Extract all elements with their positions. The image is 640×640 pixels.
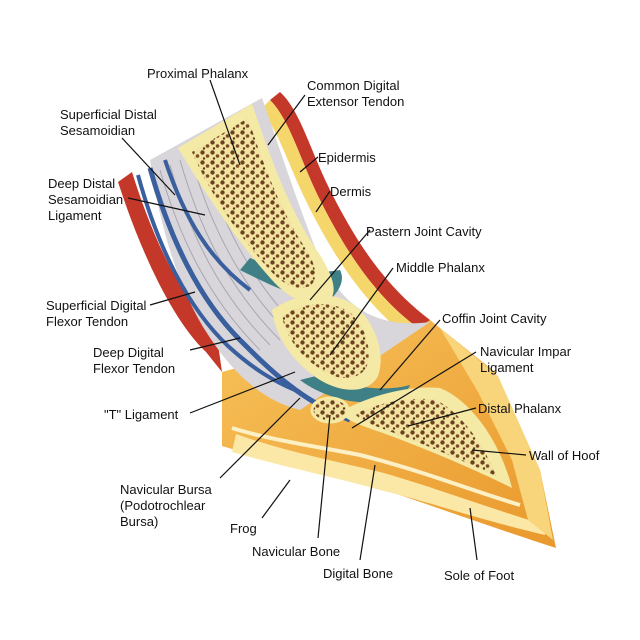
middle-phalanx-spongy xyxy=(282,304,369,379)
label-deep-distal-sesamoidian-ligament: Deep Distal Sesamoidian Ligament xyxy=(48,176,124,223)
label-superficial-distal-sesamoidian: Superficial Distal Sesamoidian xyxy=(60,107,157,138)
label-dermis: Dermis xyxy=(330,184,372,199)
distal-phalanx-spongy xyxy=(355,398,496,476)
label-frog: Frog xyxy=(230,521,257,536)
dermis-band xyxy=(270,92,430,328)
label-wall-of-hoof: Wall of Hoof xyxy=(529,448,600,463)
label-epidermis: Epidermis xyxy=(318,150,376,165)
deep-flexor-tendon xyxy=(147,167,351,423)
label-pastern-joint-cavity: Pastern Joint Cavity xyxy=(366,224,482,239)
sole-pale-line xyxy=(231,426,521,507)
label-distal-phalanx: Distal Phalanx xyxy=(478,401,562,416)
label-navicular-bursa: Navicular Bursa (Podotrochlear Bursa) xyxy=(120,482,212,529)
label-sole-of-foot: Sole of Foot xyxy=(444,568,515,583)
label-common-digital-extensor-tendon: Common Digital Extensor Tendon xyxy=(307,78,405,109)
label-t-ligament: "T" Ligament xyxy=(104,407,179,422)
label-middle-phalanx: Middle Phalanx xyxy=(396,260,485,275)
label-navicular-impar-ligament: Navicular Impar Ligament xyxy=(480,344,572,375)
posterior-skin xyxy=(118,172,222,372)
hoof-wall-layer xyxy=(440,328,553,540)
label-digital-bone: Digital Bone xyxy=(323,566,394,581)
navicular-bone-shape xyxy=(310,396,350,424)
superficial-flexor-tendon xyxy=(136,174,301,394)
leader-lines xyxy=(121,79,527,561)
label-superficial-digital-flexor-tendon: Superficial Digital Flexor Tendon xyxy=(46,298,147,329)
frog-region xyxy=(232,434,545,535)
label-navicular-bone: Navicular Bone xyxy=(252,544,341,559)
label-deep-digital-flexor-tendon: Deep Digital Flexor Tendon xyxy=(93,345,176,376)
label-proximal-phalanx: Proximal Phalanx xyxy=(147,66,249,81)
sesamoidian-ligament xyxy=(163,159,252,292)
proximal-phalanx-spongy xyxy=(192,118,316,288)
label-coffin-joint-cavity: Coffin Joint Cavity xyxy=(442,311,547,326)
epidermis-band xyxy=(260,100,418,335)
